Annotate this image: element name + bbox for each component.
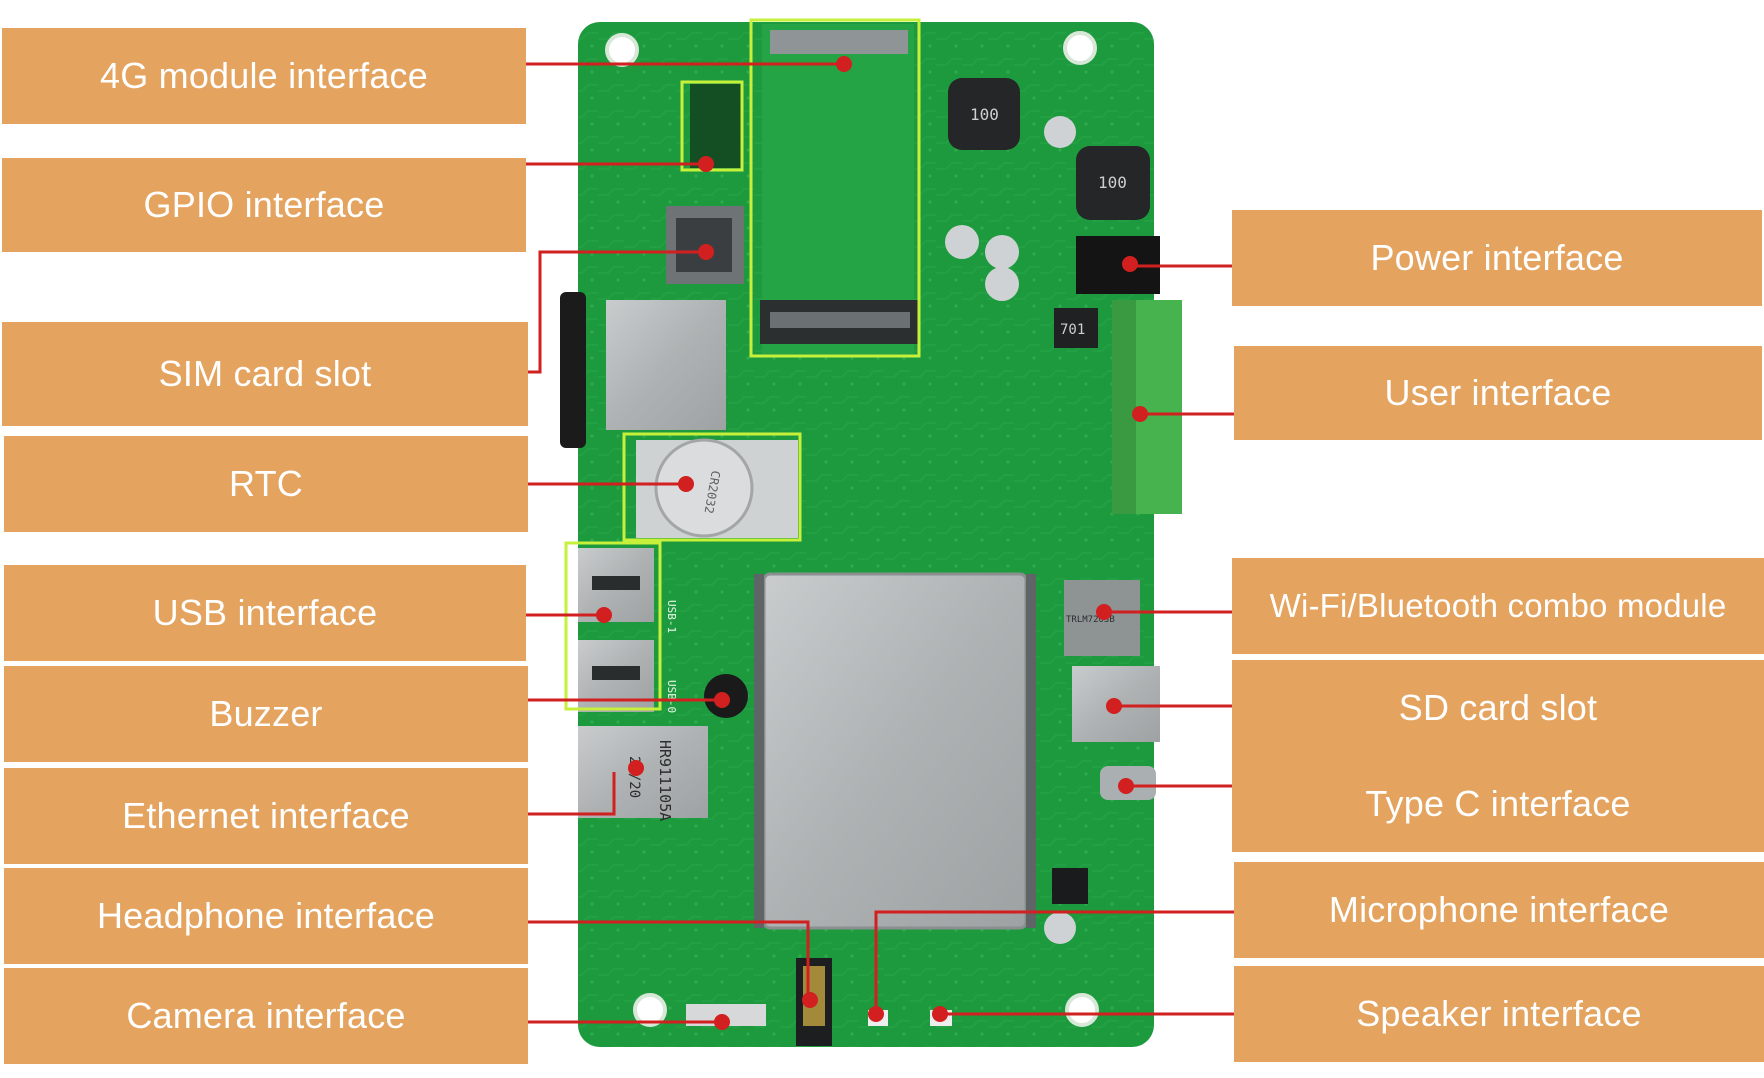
inductor-marking: 100 [970, 105, 999, 124]
highlight-gpio [680, 80, 744, 172]
leader-dot-buzzer [714, 692, 730, 708]
callout-camera: Camera interface [4, 968, 528, 1064]
mini-pcie-contacts [770, 312, 910, 328]
soc-pin-row [1026, 574, 1036, 928]
callout-ethernet: Ethernet interface [4, 768, 528, 864]
callout-4g: 4G module interface [2, 28, 526, 124]
callout-user: User interface [1234, 346, 1762, 440]
callout-speaker: Speaker interface [1234, 966, 1764, 1062]
leader-dot-ethernet [628, 760, 644, 776]
callout-power: Power interface [1232, 210, 1762, 306]
callout-sd: SD card slot [1232, 660, 1764, 756]
leader-dot-sd [1106, 698, 1122, 714]
leader-dot-camera [714, 1014, 730, 1030]
mounting-hole [1063, 31, 1097, 65]
leader-lines [526, 56, 1234, 1030]
chip-marking: 701 [1060, 322, 1085, 338]
capacitor [945, 225, 979, 259]
capacitor [985, 267, 1019, 301]
leader-dot-wifi [1096, 604, 1112, 620]
leader-dot-sim [698, 244, 714, 260]
callout-rtc: RTC [4, 436, 528, 532]
soc-pin-row [754, 574, 764, 928]
callout-mic: Microphone interface [1234, 862, 1764, 958]
usb1-silkscreen: USB-1 [665, 600, 678, 633]
callout-typec: Type C interface [1232, 756, 1764, 852]
leader-dot-rtc [678, 476, 694, 492]
leader-dot-user [1132, 406, 1148, 422]
leader-line-sim [528, 250, 700, 374]
highlight-rtc [622, 432, 802, 542]
gpio-header [690, 84, 742, 168]
leader-dot-usb [596, 607, 612, 623]
leader-dot-headphone [802, 992, 818, 1008]
leader-line-headphone [528, 920, 810, 1000]
usb0-silkscreen: USB-0 [665, 680, 678, 713]
mounting-hole [633, 993, 667, 1027]
inductor-marking: 100 [1098, 173, 1127, 192]
chip [1054, 308, 1098, 348]
mini-pcie-slot [762, 24, 914, 354]
capacitor [1044, 116, 1076, 148]
leader-line-ethernet [528, 772, 616, 816]
highlight-4g [749, 18, 921, 358]
rj45-jack [578, 726, 708, 818]
soc-shield [762, 572, 1028, 930]
leader-dot-power [1122, 256, 1138, 272]
leader-dot-mic [868, 1006, 884, 1022]
terminal-block-front [1112, 300, 1136, 514]
microphone-element [1052, 868, 1088, 904]
mounting-hole [1065, 993, 1099, 1027]
leader-dot-typec [1118, 778, 1134, 794]
display-fpc-cable [560, 292, 586, 448]
callout-sim: SIM card slot [2, 322, 528, 426]
power-inductor [1076, 146, 1150, 220]
usb-port-tongue [592, 666, 640, 680]
capacitor [985, 235, 1019, 269]
power-inductor [948, 78, 1020, 150]
callout-wifi: Wi-Fi/Bluetooth combo module [1232, 558, 1764, 654]
rtc-coin-cell [654, 438, 754, 538]
display-fpc-connector [606, 300, 726, 430]
callout-headphone: Headphone interface [4, 868, 528, 964]
callout-usb: USB interface [4, 565, 526, 661]
leader-dot-speaker [932, 1006, 948, 1022]
usb-port-tongue [592, 576, 640, 590]
callout-buzzer: Buzzer [4, 666, 528, 762]
leader-dot-gpio [698, 156, 714, 172]
leader-dot-4g [836, 56, 852, 72]
leader-line-mic [874, 910, 1234, 1014]
mounting-hole [605, 33, 639, 67]
highlight-usb [564, 541, 662, 711]
ethernet-jack-marking: HR911105A [656, 740, 674, 821]
callout-gpio: GPIO interface [2, 158, 526, 252]
capacitor [1044, 912, 1076, 944]
wifi-chip-marking: TRLM7203B [1066, 615, 1115, 625]
mini-pcie-latch [770, 30, 908, 54]
